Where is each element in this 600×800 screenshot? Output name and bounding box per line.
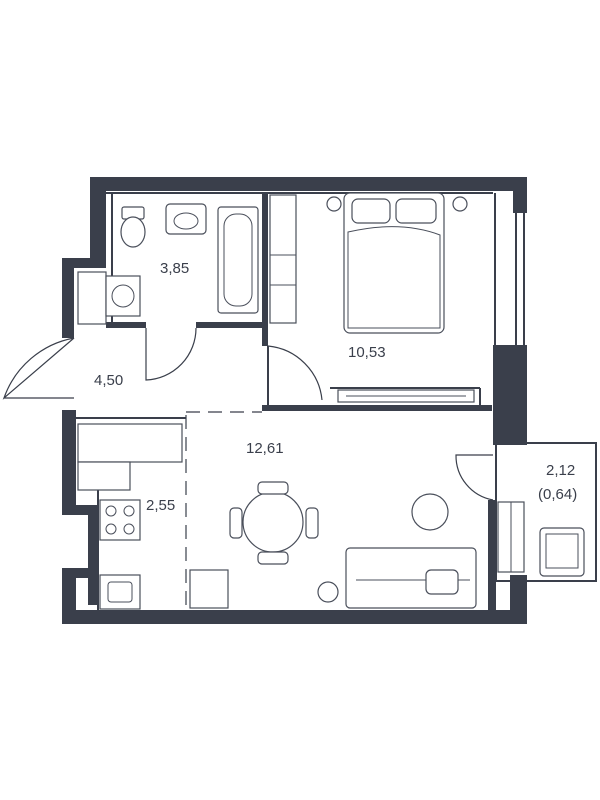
dining-table: [229, 481, 319, 565]
hallway-area-label: 4,50: [94, 372, 124, 389]
bed: [326, 192, 468, 334]
dresser: [337, 389, 475, 403]
bathroom-fixtures: [77, 203, 259, 325]
kitchen-fixtures: [77, 423, 229, 610]
kitchen-area-label: 2,55: [146, 497, 176, 514]
balcony-reduced-area-label: (0,64): [538, 486, 578, 503]
doors: [2, 327, 494, 501]
sofa: [317, 493, 477, 609]
living-area-label: 12,61: [246, 440, 284, 457]
balcony-area-label: 2,12: [546, 462, 576, 479]
bedroom-area-label: 10,53: [348, 344, 386, 361]
bathroom-area-label: 3,85: [160, 260, 190, 277]
walls: [62, 177, 527, 624]
partitions: [76, 192, 525, 610]
wardrobe: [269, 194, 297, 324]
balcony: [495, 442, 597, 582]
